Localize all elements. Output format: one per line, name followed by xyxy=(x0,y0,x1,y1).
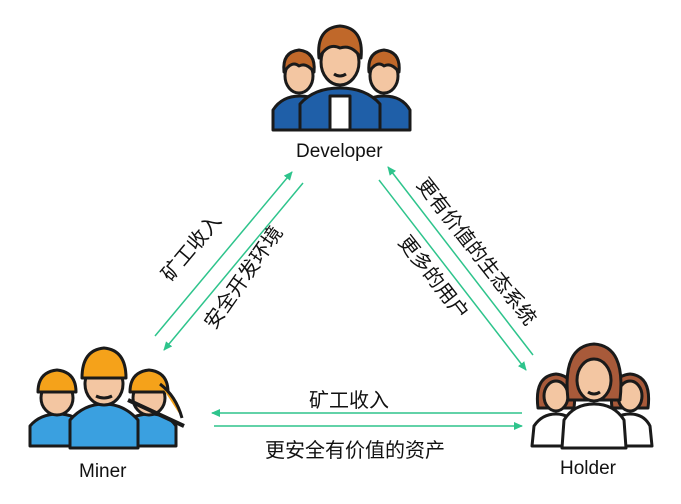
arrow-developer-to-holder xyxy=(378,179,527,371)
edge-label-miner-to-holder: 更安全有价值的资产 xyxy=(265,438,445,462)
holder-group-icon xyxy=(530,342,654,450)
miner-label: Miner xyxy=(79,461,127,482)
edge-label-holder-to-miner: 矿工收入 xyxy=(309,388,389,412)
miner-group-icon xyxy=(28,346,185,450)
developer-group-icon xyxy=(271,24,412,132)
arrow-developer-to-miner xyxy=(163,182,304,351)
arrow-holder-to-developer xyxy=(387,166,534,356)
arrow-miner-to-developer xyxy=(154,171,293,337)
developer-label: Developer xyxy=(296,141,383,162)
holder-label: Holder xyxy=(560,458,616,479)
